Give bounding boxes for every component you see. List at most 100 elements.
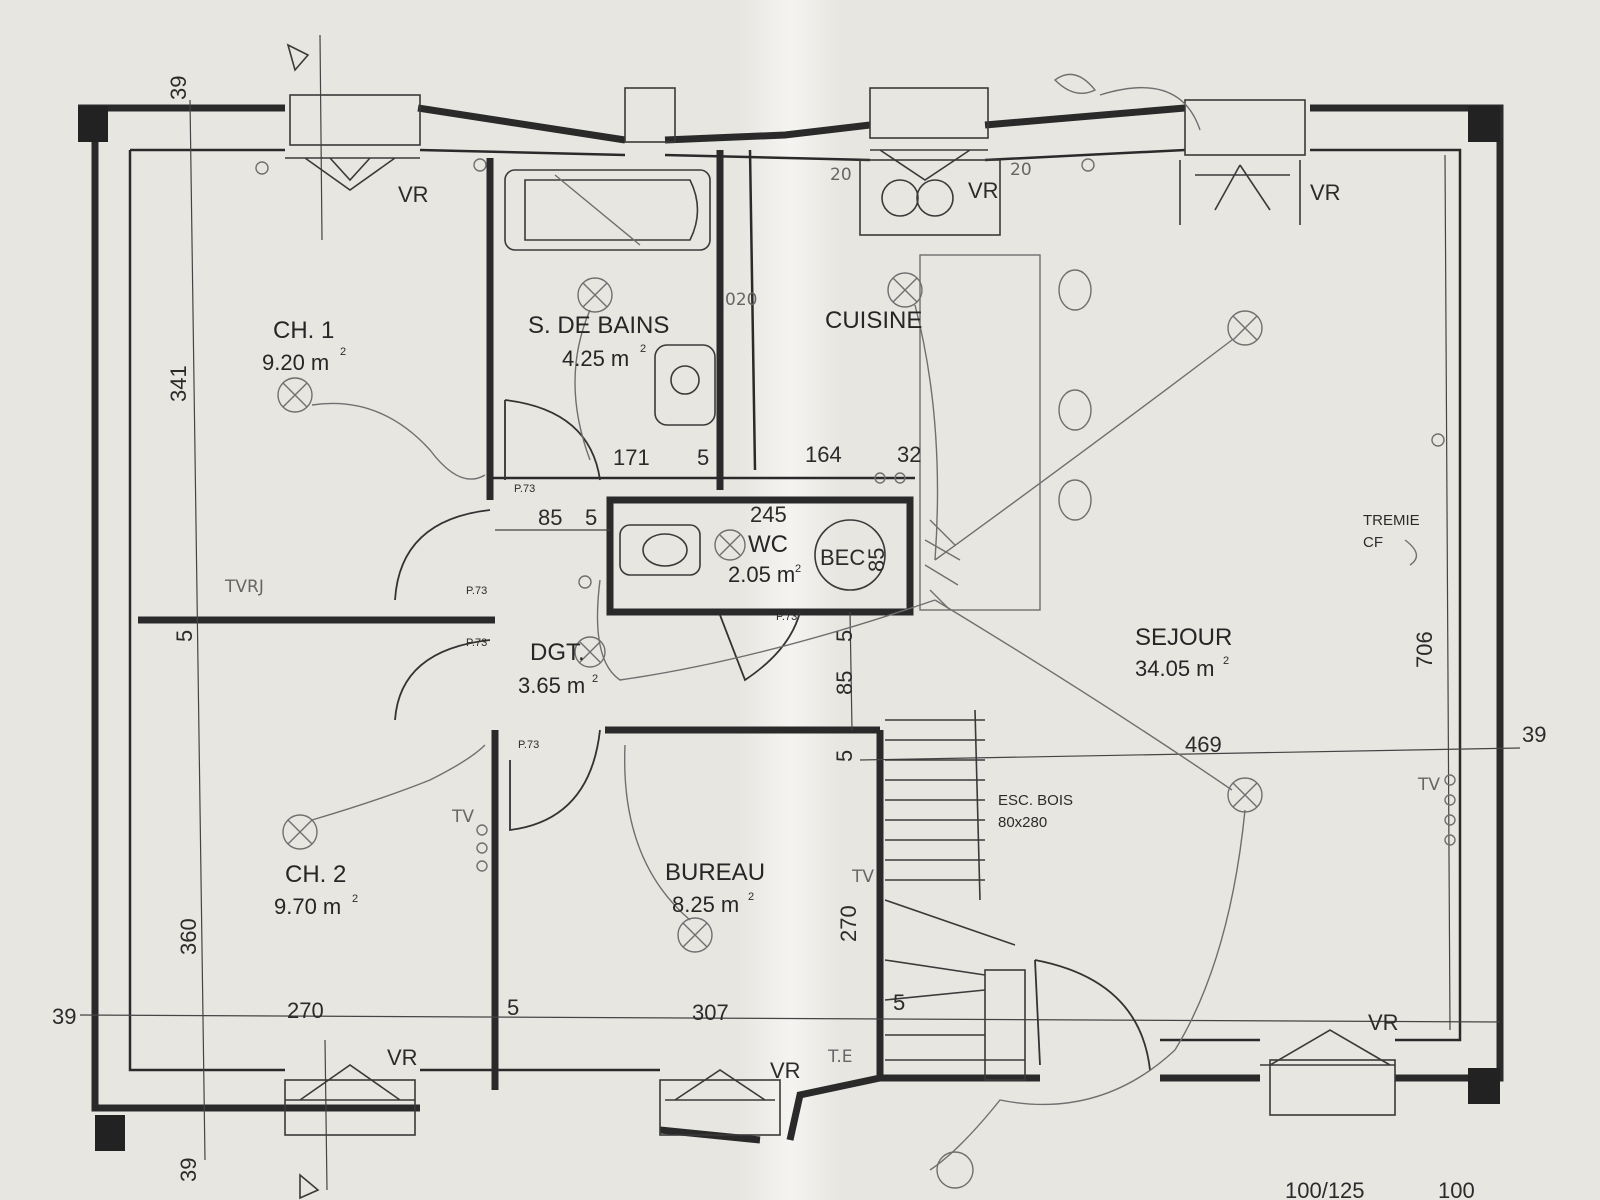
dim-5-mid: 5	[832, 630, 857, 642]
area-superscript: 2	[340, 346, 346, 358]
corner-post	[78, 106, 108, 142]
room-area: 9.70 m	[274, 894, 341, 919]
corner-post	[95, 1115, 125, 1151]
dim-469: 469	[1185, 732, 1222, 757]
room-name: WC	[748, 531, 788, 558]
dim-5-left: 5	[172, 630, 197, 642]
room-name: CH. 1	[273, 317, 334, 344]
area-superscript: 2	[640, 343, 646, 355]
dimension-labels: 39 341 5 360 39 39 270 5 307 171 5 164 3…	[52, 76, 1546, 1200]
window-label-vr: VR	[387, 1045, 418, 1070]
stair-size: 80x280	[998, 814, 1047, 831]
room-wc: WC 2.05 m 2	[728, 531, 801, 587]
window-label-vr: VR	[770, 1058, 801, 1083]
dim-5-sdb: 5	[697, 445, 709, 470]
dim-5-dgt: 5	[585, 505, 597, 530]
window-label-vr: VR	[1310, 180, 1341, 205]
kitchen-sink	[859, 159, 1001, 236]
dim-39-bottom: 39	[176, 1158, 201, 1182]
stairs	[884, 709, 1026, 1081]
corner-post	[1468, 1068, 1500, 1104]
dim-270-bottom: 270	[287, 998, 324, 1023]
window-label-vr: VR	[1368, 1010, 1399, 1035]
room-name: CH. 2	[285, 861, 346, 888]
dim-171: 171	[613, 445, 650, 470]
dim-270-stair: 270	[836, 905, 861, 942]
dim-5-stair: 5	[832, 750, 857, 762]
room-ch2: CH. 2 9.70 m 2	[274, 861, 358, 919]
room-salle-de-bains: S. DE BAINS 4.25 m 2	[528, 312, 669, 371]
dim-164: 164	[805, 442, 842, 467]
room-area: 3.65 m	[518, 673, 585, 698]
paper-fold	[740, 0, 840, 1200]
dimension-lines	[79, 34, 1521, 1191]
area-superscript: 2	[592, 673, 598, 685]
section-marker	[299, 1173, 320, 1200]
room-name: SEJOUR	[1135, 624, 1232, 651]
door-label-p73: P.73	[518, 739, 539, 751]
room-area: 2.05 m	[728, 562, 795, 587]
room-area: 9.20 m	[262, 350, 329, 375]
dim-85-bec: 85	[864, 548, 889, 572]
dim-5-bottom: 5	[507, 995, 519, 1020]
dim-100: 100	[1438, 1178, 1475, 1200]
annotations: VR VR VR VR VR VR BEC P.73 P.73 P.73 P.7…	[224, 160, 1440, 1083]
handwritten-tvrj: TVRJ	[224, 577, 264, 597]
tremie-label: TREMIE	[1363, 512, 1420, 529]
room-area: 8.25 m	[672, 892, 739, 917]
dim-32: 32	[897, 442, 921, 467]
bathtub	[504, 169, 711, 251]
washbasin	[654, 344, 716, 426]
handwritten-tv: TV	[851, 867, 874, 887]
room-dgt: DGT. 3.65 m 2	[518, 639, 598, 698]
room-area: 4.25 m	[562, 346, 629, 371]
section-marker	[286, 43, 310, 72]
doors	[394, 399, 1151, 1071]
toilet	[619, 524, 701, 576]
room-name: S. DE BAINS	[528, 312, 669, 339]
boiler	[814, 519, 886, 591]
area-superscript: 2	[795, 563, 801, 575]
area-superscript: 2	[352, 893, 358, 905]
dim-5-stair-bottom: 5	[893, 990, 905, 1015]
dim-39-left: 39	[52, 1004, 76, 1029]
door-label-p73: P.73	[514, 483, 535, 495]
dim-85-mid: 85	[832, 671, 857, 695]
handwritten-020: 020	[725, 290, 757, 310]
dim-360: 360	[176, 918, 201, 955]
room-sejour: SEJOUR 34.05 m 2	[1135, 624, 1232, 681]
dim-100-125: 100/125	[1285, 1178, 1365, 1200]
door-label-p73: P.73	[466, 585, 487, 597]
dim-39-right: 39	[1522, 722, 1546, 747]
stair-title: ESC. BOIS	[998, 792, 1073, 809]
fixtures	[504, 159, 1041, 611]
handwritten-20: 20	[1010, 160, 1032, 180]
room-bureau: BUREAU 8.25 m 2	[665, 859, 765, 917]
windows	[284, 87, 1396, 1136]
dim-39-top: 39	[166, 76, 191, 100]
handwritten-20: 20	[830, 165, 852, 185]
dim-245: 245	[750, 502, 787, 527]
electrical-sketch	[255, 73, 1456, 1189]
handwritten-tv: TV	[451, 807, 474, 827]
room-ch1: CH. 1 9.20 m 2	[262, 317, 346, 375]
dim-307: 307	[692, 1000, 729, 1025]
window-label-vr: VR	[968, 178, 999, 203]
kitchen-counter	[919, 254, 1041, 611]
dim-706: 706	[1412, 631, 1437, 668]
handwritten-te: T.E	[827, 1047, 853, 1067]
dim-85-dgt: 85	[538, 505, 562, 530]
dim-341: 341	[166, 365, 191, 402]
room-labels: CH. 1 9.20 m 2 S. DE BAINS 4.25 m 2 CUIS…	[262, 307, 1232, 919]
door-label-p73: P.73	[466, 637, 487, 649]
room-name: BUREAU	[665, 859, 765, 886]
room-cuisine: CUISINE	[825, 307, 922, 334]
area-superscript: 2	[1223, 655, 1229, 667]
room-name: DGT.	[530, 639, 585, 666]
window-label-vr: VR	[398, 182, 429, 207]
door-label-p73: P.73	[776, 611, 797, 623]
area-superscript: 2	[748, 891, 754, 903]
room-name: CUISINE	[825, 307, 922, 334]
corner-post	[1468, 106, 1500, 142]
